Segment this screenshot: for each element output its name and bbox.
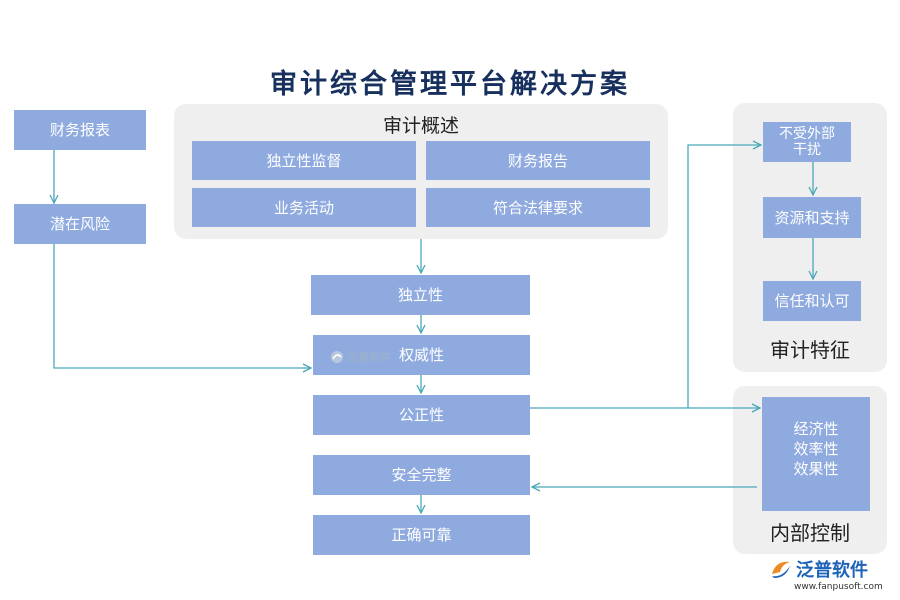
- box-internal-control-attributes: 经济性 效率性 效果性: [762, 397, 870, 511]
- arrow-risk-to-authority: [53, 244, 311, 368]
- box-safety-integrity: 安全完整: [313, 455, 530, 495]
- brand-mark-icon: [331, 351, 343, 363]
- brand-logo: 泛普软件 www.fanpusoft.com: [768, 556, 898, 596]
- box-no-interference-label: 不受外部 干扰: [779, 126, 835, 158]
- box-trust-recognition: 信任和认可: [763, 281, 861, 321]
- overview-label: 审计概述: [382, 115, 459, 137]
- box-resources-support: 资源和支持: [763, 197, 861, 238]
- attr-efficiency: 效率性: [793, 440, 839, 458]
- brand-logo-url: www.fanpusoft.com: [794, 582, 883, 592]
- box-potential-risk: 潜在风险: [14, 204, 146, 244]
- internal-control-label: 内部控制: [770, 521, 850, 545]
- page-title: 审计综合管理平台解决方案: [270, 69, 630, 100]
- brand-logo-icon: [772, 561, 790, 578]
- attr-effectiveness: 效果性: [793, 460, 839, 478]
- box-correct-reliable: 正确可靠: [313, 515, 530, 555]
- overview-item-legal: 符合法律要求: [426, 188, 650, 227]
- box-financial-statements: 财务报表: [14, 110, 146, 150]
- overview-item-independence: 独立性监督: [192, 141, 416, 180]
- audit-features-label: 审计特征: [770, 338, 850, 362]
- box-authority: 权威性: [313, 335, 530, 375]
- brand-logo-text: 泛普软件: [796, 560, 868, 581]
- box-independence: 独立性: [311, 275, 530, 315]
- attr-economy: 经济性: [793, 420, 839, 438]
- inline-watermark: 泛普软件: [330, 349, 391, 365]
- inline-watermark-brand: 泛普软件: [347, 351, 391, 364]
- arrow-fairness-to-features: [530, 145, 761, 409]
- box-no-interference: 不受外部 干扰: [763, 122, 851, 162]
- box-fairness: 公正性: [313, 395, 530, 435]
- overview-item-business: 业务活动: [192, 188, 416, 227]
- overview-item-financial-report: 财务报告: [426, 141, 650, 180]
